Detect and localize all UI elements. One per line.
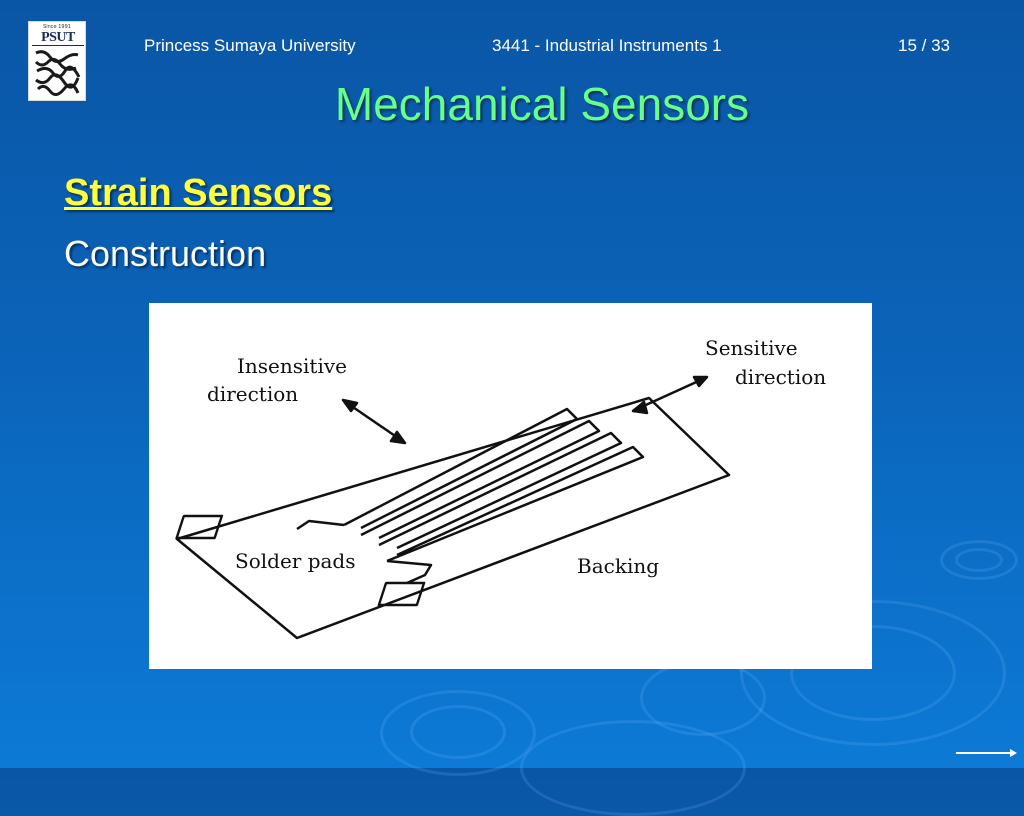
logo-since-text: Since 1991 bbox=[43, 24, 71, 30]
slide-body-text: Construction bbox=[64, 233, 267, 274]
label-insensitive-line1: Insensitive bbox=[237, 354, 347, 378]
label-insensitive-line2: direction bbox=[207, 382, 298, 406]
label-sensitive-line1: Sensitive bbox=[705, 336, 798, 360]
header-page-number: 15 / 33 bbox=[898, 36, 950, 55]
solder-pad-top bbox=[175, 514, 224, 540]
gauge-grid bbox=[296, 407, 645, 585]
header-course: 3441 - Industrial Instruments 1 bbox=[492, 36, 722, 55]
logo-wordmark: PSUT bbox=[32, 31, 84, 46]
label-backing: Backing bbox=[577, 554, 659, 578]
logo-pattern-icon bbox=[33, 48, 83, 98]
slide-subtitle: Strain Sensors bbox=[64, 172, 333, 214]
strain-gauge-drawing: Insensitive direction Sensitive directio… bbox=[175, 336, 826, 640]
label-sensitive-line2: direction bbox=[735, 365, 826, 389]
label-solder-pads: Solder pads bbox=[235, 549, 356, 573]
strain-gauge-figure: Insensitive direction Sensitive directio… bbox=[149, 303, 872, 669]
slide-title: Mechanical Sensors bbox=[334, 78, 750, 130]
backing-plate bbox=[175, 396, 731, 640]
university-logo: Since 1991 PSUT bbox=[28, 21, 86, 101]
next-slide-button[interactable] bbox=[954, 745, 1018, 761]
insensitive-direction-arrow-icon bbox=[341, 398, 407, 445]
header-university: Princess Sumaya University bbox=[144, 36, 356, 55]
sensitive-direction-arrow-icon bbox=[631, 375, 709, 415]
right-arrow-icon bbox=[956, 749, 1017, 757]
solder-pad-bottom bbox=[377, 581, 426, 607]
